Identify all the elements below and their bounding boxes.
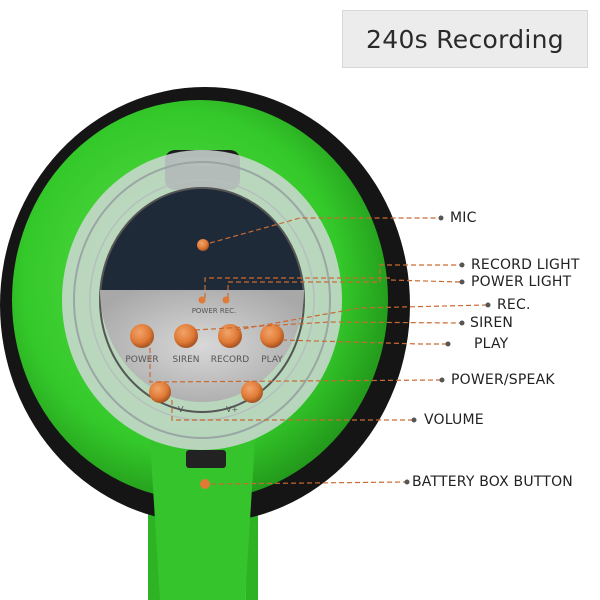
play-button[interactable]: [260, 324, 284, 348]
siren-button[interactable]: [174, 324, 198, 348]
callout-rec: REC.: [497, 297, 531, 313]
power-button[interactable]: [130, 324, 154, 348]
battery-box-button-dot: [200, 479, 210, 489]
callout-mic: MIC: [450, 210, 477, 226]
callout-siren: SIREN: [470, 315, 514, 331]
callout-battery-box-button: BATTERY BOX BUTTON: [412, 474, 573, 490]
control-plate: [99, 187, 305, 413]
callout-volume: VOLUME: [424, 412, 484, 428]
leader-dots: [404, 215, 491, 485]
callout-power-light: POWER LIGHT: [471, 274, 572, 290]
record-button-label: RECORD: [211, 355, 250, 365]
volume-down-label: V-: [178, 405, 186, 414]
play-button-label: PLAY: [261, 355, 283, 365]
siren-button-label: SIREN: [172, 355, 199, 365]
volume-up-label: V+: [226, 405, 238, 414]
record-light-dot: [222, 296, 230, 304]
power-light-dot: [198, 296, 206, 304]
mic-dot: [197, 239, 209, 251]
callout-record-light: RECORD LIGHT: [471, 257, 580, 273]
callout-play: PLAY: [474, 336, 509, 352]
volume-up-button[interactable]: [241, 381, 263, 403]
volume-down-button[interactable]: [149, 381, 171, 403]
recording-time-banner: 240s Recording: [342, 10, 588, 68]
leader-lines: [149, 217, 487, 485]
battery-box-slot: [186, 450, 226, 468]
power-button-label: POWER: [125, 355, 158, 365]
callout-power-speak: POWER/SPEAK: [451, 372, 555, 388]
light-labels: POWER REC.: [192, 307, 237, 315]
